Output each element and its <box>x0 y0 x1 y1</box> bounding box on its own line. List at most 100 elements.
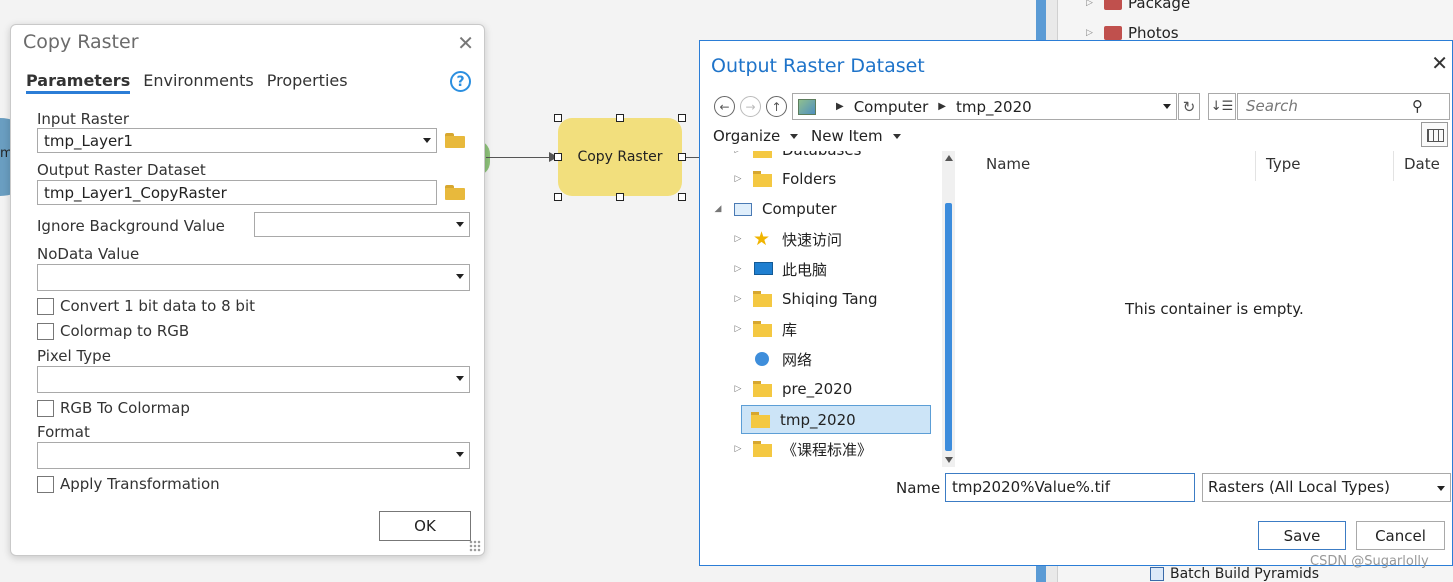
navigation-tree[interactable]: ▷Databases ▷Folders ◢ Computer ▷★快速访问 ▷此电… <box>708 151 954 467</box>
resize-handle[interactable] <box>678 114 686 122</box>
save-button[interactable]: Save <box>1258 521 1346 550</box>
resize-handle[interactable] <box>554 193 562 201</box>
resize-handle[interactable] <box>554 153 562 161</box>
browse-folder-icon[interactable] <box>445 185 465 200</box>
scroll-up-icon[interactable] <box>945 155 953 161</box>
expand-icon[interactable]: ▷ <box>734 324 742 334</box>
column-divider[interactable] <box>1393 151 1394 181</box>
scrollbar-thumb[interactable] <box>945 203 952 451</box>
column-header-date[interactable]: Date <box>1404 155 1440 173</box>
tree-item-label: pre_2020 <box>782 380 853 398</box>
forward-arrow-icon[interactable]: → <box>740 96 761 117</box>
ok-button[interactable]: OK <box>379 511 471 541</box>
refresh-icon[interactable]: ↻ <box>1178 93 1200 120</box>
rgb-colormap-checkbox-row[interactable]: RGB To Colormap <box>37 399 190 417</box>
help-icon[interactable]: ? <box>450 71 471 92</box>
tree-item-tmp-2020[interactable]: tmp_2020 <box>741 405 931 434</box>
view-options-icon[interactable] <box>1421 122 1448 147</box>
collapse-icon[interactable]: ◢ <box>714 204 722 214</box>
close-icon[interactable]: ✕ <box>1431 51 1448 75</box>
expand-icon[interactable]: ▷ <box>734 234 742 244</box>
tree-item-library[interactable]: ▷库 <box>732 316 797 342</box>
rgb-colormap-checkbox[interactable] <box>37 399 54 417</box>
nodata-select[interactable] <box>37 264 470 291</box>
name-input[interactable]: tmp2020%Value%.tif <box>945 473 1195 502</box>
resize-handle[interactable] <box>616 193 624 201</box>
resize-handle[interactable] <box>678 193 686 201</box>
expand-icon[interactable]: ▷ <box>734 294 742 304</box>
address-bar[interactable]: ▶ Computer ▶ tmp_2020 <box>792 93 1177 120</box>
scroll-down-icon[interactable] <box>945 457 953 463</box>
ignore-background-label: Ignore Background Value <box>37 217 225 235</box>
catalog-item-package[interactable]: ▷ Package <box>1086 0 1190 12</box>
input-raster-select[interactable]: tmp_Layer1 <box>37 128 437 153</box>
expand-icon[interactable]: ▷ <box>1086 28 1093 38</box>
apply-transformation-checkbox-row[interactable]: Apply Transformation <box>37 475 220 493</box>
breadcrumb-computer[interactable]: Computer <box>853 97 929 116</box>
tree-item-pre-2020[interactable]: ▷ pre_2020 <box>732 376 853 402</box>
organize-menu[interactable]: Organize <box>713 127 799 145</box>
pixel-type-select[interactable] <box>37 366 470 393</box>
catalog-item-photos[interactable]: ▷ Photos <box>1086 24 1179 42</box>
resize-handle[interactable] <box>678 153 686 161</box>
expand-icon[interactable]: ▷ <box>732 151 744 155</box>
tab-bar: Parameters Environments Properties <box>26 71 348 94</box>
connector-line <box>486 157 552 158</box>
new-item-menu[interactable]: New Item <box>811 127 901 145</box>
colormap-rgb-checkbox[interactable] <box>37 322 54 340</box>
output-raster-dataset-dialog: Output Raster Dataset ✕ ← → ↑ ▶ Computer… <box>699 40 1453 566</box>
catalog-item-label: Batch Build Pyramids <box>1170 566 1320 582</box>
up-arrow-icon[interactable]: ↑ <box>766 96 787 117</box>
convert-bit-checkbox[interactable] <box>37 297 54 315</box>
connector-arrow-icon <box>549 152 558 162</box>
tree-item-shiqing-tang[interactable]: ▷Shiqing Tang <box>732 286 878 312</box>
column-divider[interactable] <box>1255 151 1256 181</box>
apply-transformation-checkbox[interactable] <box>37 475 54 493</box>
breadcrumb-tmp-2020[interactable]: tmp_2020 <box>955 97 1032 116</box>
tree-item-computer[interactable]: ◢ Computer <box>712 196 837 222</box>
resize-grip-icon[interactable] <box>469 540 481 552</box>
tree-item-network[interactable]: 网络 <box>732 346 812 372</box>
package-icon <box>1104 0 1122 10</box>
tree-item-this-pc[interactable]: ▷此电脑 <box>732 256 827 282</box>
chevron-down-icon[interactable] <box>1163 104 1171 109</box>
watermark-text: CSDN @Sugarlolly <box>1310 554 1429 569</box>
expand-icon[interactable]: ▷ <box>734 264 742 274</box>
expand-icon[interactable]: ▷ <box>734 444 742 454</box>
format-select[interactable] <box>37 442 470 469</box>
catalog-item-batch-build-pyramids[interactable]: Batch Build Pyramids <box>1150 566 1319 582</box>
expand-icon[interactable]: ▷ <box>734 384 742 394</box>
back-arrow-icon[interactable]: ← <box>714 96 735 117</box>
tree-item-databases[interactable]: ▷Databases <box>732 151 861 163</box>
close-icon[interactable]: ✕ <box>457 31 474 55</box>
tree-scrollbar[interactable] <box>942 151 955 467</box>
tab-environments[interactable]: Environments <box>143 71 254 90</box>
tree-item-quick-access[interactable]: ▷★快速访问 <box>732 226 842 252</box>
ignore-background-select[interactable] <box>254 212 470 237</box>
resize-handle[interactable] <box>554 114 562 122</box>
expand-icon[interactable]: ▷ <box>1086 0 1093 8</box>
copy-raster-tool-node[interactable]: Copy Raster <box>558 118 682 196</box>
file-type-select[interactable]: Rasters (All Local Types) <box>1202 473 1451 502</box>
expand-icon[interactable]: ▷ <box>734 174 742 184</box>
search-placeholder: Search <box>1246 97 1298 115</box>
cancel-button[interactable]: Cancel <box>1356 521 1445 550</box>
browse-folder-icon[interactable] <box>445 133 465 148</box>
chevron-down-icon <box>456 274 464 279</box>
tab-properties[interactable]: Properties <box>266 71 348 90</box>
connector-line-out <box>682 157 700 158</box>
search-input[interactable]: Search ⚲ <box>1237 93 1450 120</box>
column-header-name[interactable]: Name <box>986 155 1031 173</box>
resize-handle[interactable] <box>616 114 624 122</box>
tree-item-label: Computer <box>762 200 837 218</box>
column-header-type[interactable]: Type <box>1266 155 1301 173</box>
tree-item-course-standard[interactable]: ▷《课程标准》 <box>732 436 872 462</box>
sort-icon[interactable]: ↓☰ <box>1208 93 1236 120</box>
pc-icon <box>753 261 773 277</box>
convert-bit-checkbox-row[interactable]: Convert 1 bit data to 8 bit <box>37 297 255 315</box>
colormap-rgb-checkbox-row[interactable]: Colormap to RGB <box>37 322 189 340</box>
tab-parameters[interactable]: Parameters <box>26 71 131 94</box>
output-raster-input[interactable]: tmp_Layer1_CopyRaster <box>37 180 437 205</box>
search-icon[interactable]: ⚲ <box>1412 97 1423 115</box>
tree-item-folders[interactable]: ▷Folders <box>732 166 837 192</box>
